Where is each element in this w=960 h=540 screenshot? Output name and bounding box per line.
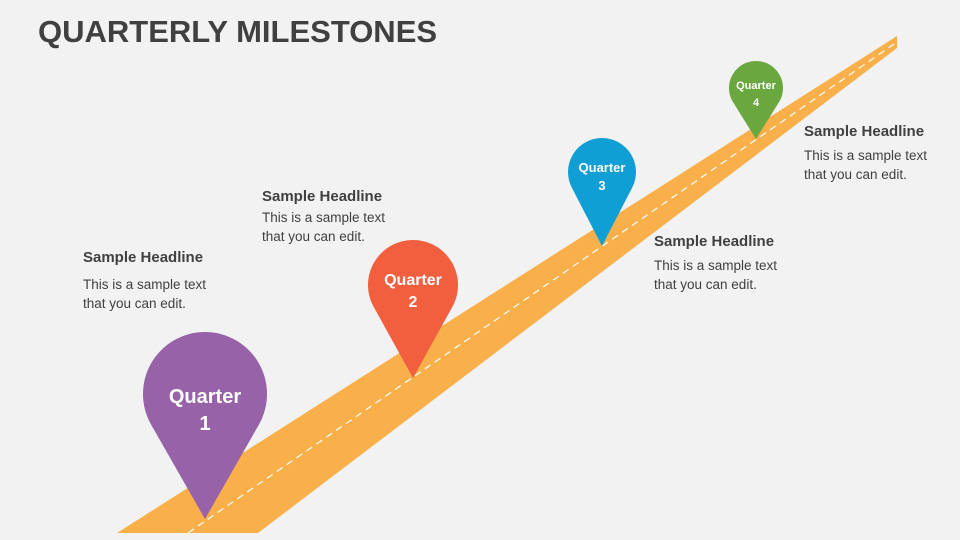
road <box>117 36 897 533</box>
pin-quarter-2 <box>368 240 459 378</box>
pin-quarter-1 <box>143 332 267 519</box>
pin-quarter-3 <box>568 137 636 246</box>
page-title: QUARTERLY MILESTONES <box>38 14 438 49</box>
pin-quarter-4 <box>729 61 783 139</box>
